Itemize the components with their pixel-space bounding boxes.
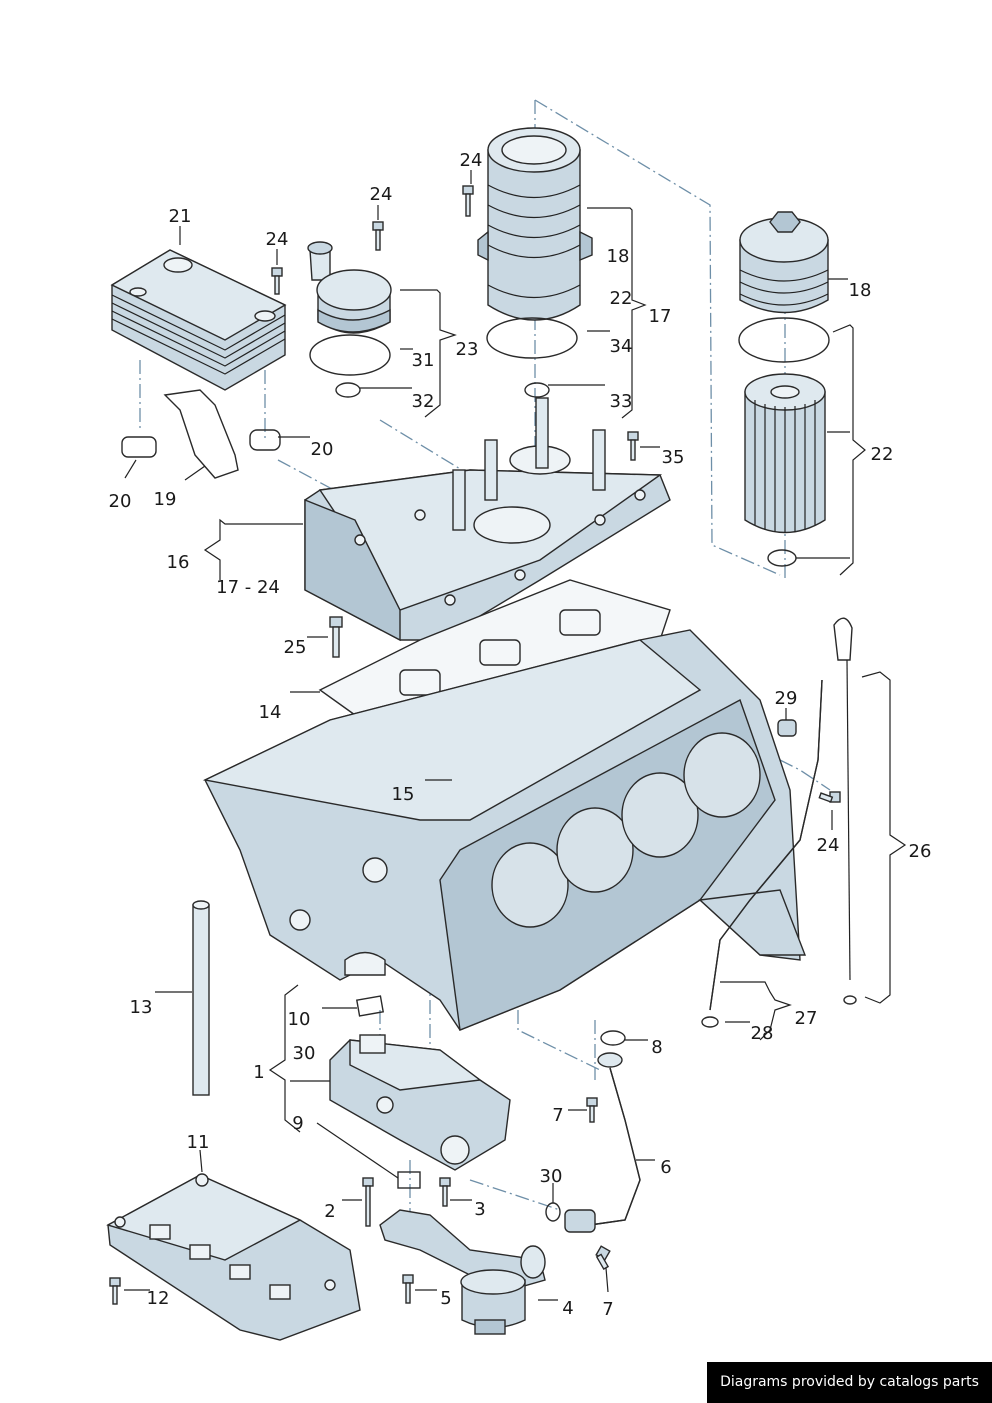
- tube-13: [192, 900, 210, 1096]
- o-ring-34: [486, 317, 578, 359]
- cylinder-block: [202, 629, 807, 1031]
- leader-lines: [124, 170, 907, 1301]
- bolt-24-c: [462, 185, 474, 217]
- credit-banner: Diagrams provided by catalogs parts: [707, 1362, 992, 1403]
- seal-10: [355, 995, 385, 1017]
- baffle-plate: [106, 1173, 361, 1341]
- label-24-a: 24: [266, 229, 289, 250]
- label-26: 26: [909, 841, 932, 862]
- label-2: 2: [324, 1201, 335, 1222]
- label-14: 14: [259, 702, 282, 723]
- label-16: 16: [167, 552, 190, 573]
- label-8: 8: [651, 1037, 662, 1058]
- label-17: 17: [649, 306, 672, 327]
- dipstick: [833, 617, 857, 1005]
- o-ring-cap: [738, 317, 830, 363]
- label-23: 23: [456, 339, 479, 360]
- label-32: 32: [412, 391, 435, 412]
- o-ring-8: [600, 1030, 626, 1046]
- oil-cooler: [110, 249, 287, 391]
- label-18-a: 18: [607, 246, 630, 267]
- o-ring-33: [524, 382, 550, 398]
- oil-pickup-tube: [379, 1209, 546, 1335]
- label-20-left: 20: [109, 491, 132, 512]
- label-5: 5: [440, 1288, 451, 1309]
- bolt-3: [439, 1177, 451, 1207]
- label-25: 25: [284, 637, 307, 658]
- label-1: 1: [253, 1062, 264, 1083]
- bolt-24-b: [372, 221, 384, 251]
- gasket-19: [163, 389, 239, 479]
- label-12: 12: [147, 1288, 170, 1309]
- label-18-b: 18: [849, 280, 872, 301]
- label-30-b: 30: [540, 1166, 563, 1187]
- dipstick-guide-tube: [701, 679, 823, 1028]
- bolt-25: [329, 616, 343, 658]
- oil-pump: [329, 1034, 511, 1171]
- label-24-d: 24: [817, 835, 840, 856]
- label-7-b: 7: [602, 1299, 613, 1320]
- bolt-2: [362, 1177, 374, 1227]
- label-28: 28: [751, 1023, 774, 1044]
- label-9: 9: [292, 1113, 303, 1134]
- bolt-7-a: [586, 1097, 598, 1123]
- part-number-labels: 21 24 24 24 18 22 17 34 33 31 23 32 20 2…: [109, 150, 932, 1320]
- label-30-a: 30: [293, 1043, 316, 1064]
- bolt-12: [109, 1277, 121, 1305]
- seal-9: [397, 1171, 421, 1189]
- label-11: 11: [187, 1132, 210, 1153]
- bolt-7-b: [595, 1245, 611, 1271]
- label-31: 31: [412, 350, 435, 371]
- oil-pipe: [564, 1052, 641, 1233]
- label-7-a: 7: [552, 1105, 563, 1126]
- label-15: 15: [392, 784, 415, 805]
- oil-filter-element: [744, 373, 826, 534]
- o-ring-31: [309, 334, 391, 376]
- o-ring-element: [767, 549, 797, 567]
- check-valve-housing: [307, 241, 392, 334]
- label-22-a: 22: [610, 288, 633, 309]
- bolt-24-a: [271, 267, 283, 295]
- oil-filter-cap: [739, 211, 829, 314]
- label-35: 35: [662, 447, 685, 468]
- label-34: 34: [610, 336, 633, 357]
- grommet-29: [777, 719, 797, 737]
- o-ring-32: [335, 382, 361, 398]
- o-ring-30b: [545, 1202, 561, 1222]
- label-24-b: 24: [370, 184, 393, 205]
- label-27: 27: [795, 1008, 818, 1029]
- label-13: 13: [130, 997, 153, 1018]
- label-20-right: 20: [311, 439, 334, 460]
- bolt-24-d: [818, 791, 841, 803]
- seal-20-right: [249, 429, 281, 451]
- label-24-c: 24: [460, 150, 483, 171]
- label-4: 4: [562, 1298, 573, 1319]
- bolt-5: [402, 1274, 414, 1304]
- oil-filter-housing-cylinder: [477, 127, 593, 321]
- label-3: 3: [474, 1199, 485, 1220]
- seal-20-left: [121, 436, 157, 458]
- bolt-35: [627, 431, 639, 461]
- label-22-b: 22: [871, 444, 894, 465]
- label-21: 21: [169, 206, 192, 227]
- oil-filter-bracket: [304, 397, 671, 642]
- label-6: 6: [660, 1157, 671, 1178]
- label-19: 19: [154, 489, 177, 510]
- label-33: 33: [610, 391, 633, 412]
- label-17-24: 17 - 24: [216, 577, 280, 598]
- label-10: 10: [288, 1009, 311, 1030]
- label-29: 29: [775, 688, 798, 709]
